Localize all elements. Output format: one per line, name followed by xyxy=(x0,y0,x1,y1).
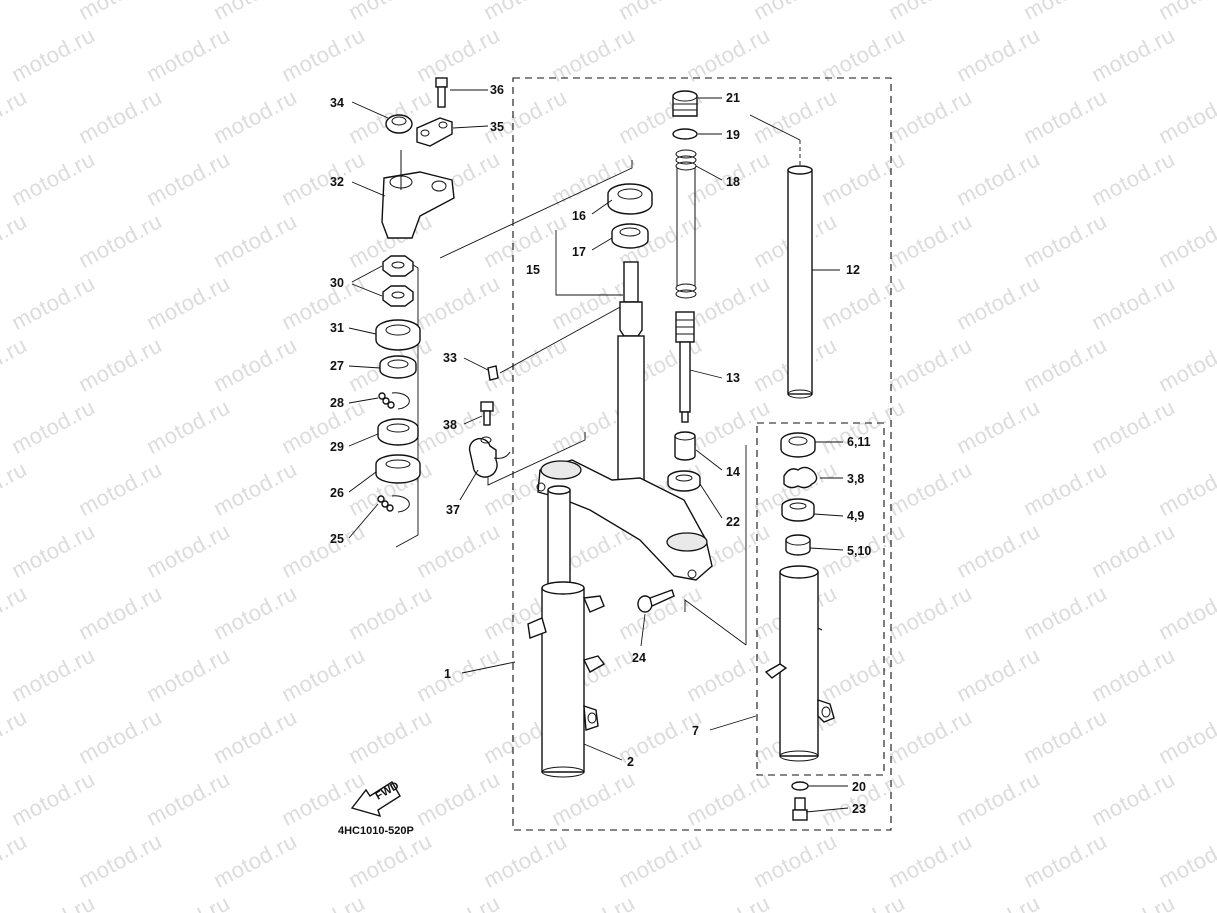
callout-21: 21 xyxy=(726,91,740,105)
callout-37: 37 xyxy=(446,503,460,517)
part-31-washer xyxy=(375,319,421,351)
part-28-balls xyxy=(378,392,410,410)
callout-24: 24 xyxy=(632,651,646,665)
part-3-8-clip xyxy=(783,466,818,489)
part-19-o-ring xyxy=(672,128,698,140)
part-14-rebound-spring xyxy=(674,431,696,461)
callout-18: 18 xyxy=(726,175,740,189)
callout-22: 22 xyxy=(726,515,740,529)
callout-19: 19 xyxy=(726,128,740,142)
part-35-holder xyxy=(416,117,453,147)
callout-38: 38 xyxy=(443,418,457,432)
diagram-code: 4HC1010-520P xyxy=(338,825,414,837)
callout-27: 27 xyxy=(330,359,344,373)
bracket-top-line xyxy=(439,160,633,259)
part-27-race xyxy=(379,355,417,379)
part-1-left-fork-assembly xyxy=(527,485,606,778)
callout-36: 36 xyxy=(490,83,504,97)
part-13-damper-rod xyxy=(675,311,695,423)
part-36-bolt xyxy=(435,77,448,108)
part-29-race xyxy=(377,418,419,446)
callout-26: 26 xyxy=(330,486,344,500)
bracket-15 xyxy=(555,230,623,296)
part-7-outer-tube-right xyxy=(764,565,835,762)
bracket-37 xyxy=(487,432,586,486)
bracket-lower xyxy=(684,599,747,646)
callout-29: 29 xyxy=(330,440,344,454)
fwd-arrow-icon: FWD xyxy=(350,780,401,818)
callout-6-11: 6,11 xyxy=(847,435,871,449)
callout-14: 14 xyxy=(726,465,740,479)
bearing-set-bracket xyxy=(395,262,419,548)
part-30-ring-nuts xyxy=(382,255,414,307)
outer-tube-kit-dashed-box xyxy=(756,422,885,776)
part-38-bolt xyxy=(480,401,494,426)
callout-2: 2 xyxy=(627,755,634,769)
part-15-steering-stem xyxy=(536,261,713,581)
part-4-9-oil-seal xyxy=(781,498,815,522)
callout-15: 15 xyxy=(526,263,540,277)
part-21-cap-bolt xyxy=(672,90,698,117)
callout-13: 13 xyxy=(726,371,740,385)
main-assembly-dashed-box xyxy=(512,77,892,831)
part-34-cap xyxy=(385,114,413,134)
part-26-race xyxy=(375,454,421,484)
part-33-key xyxy=(487,305,623,381)
callout-7: 7 xyxy=(692,724,699,738)
part-5-10-bushing xyxy=(785,534,811,556)
leader-lines xyxy=(348,89,849,813)
part-20-washer xyxy=(791,781,809,791)
callout-23: 23 xyxy=(852,802,866,816)
callout-25: 25 xyxy=(330,532,344,546)
part-25-balls xyxy=(377,495,410,513)
part-16-seal xyxy=(607,183,653,215)
part-12-inner-tube xyxy=(787,140,813,399)
callout-20: 20 xyxy=(852,780,866,794)
callout-31: 31 xyxy=(330,321,344,335)
callout-32: 32 xyxy=(330,175,344,189)
callout-1: 1 xyxy=(444,667,451,681)
part-6-11-dust-seal xyxy=(780,432,816,458)
part-18-fork-spring xyxy=(675,149,697,299)
part-23-bolt xyxy=(792,797,808,821)
part-37-clamp xyxy=(468,436,511,478)
callout-16: 16 xyxy=(572,209,586,223)
part-22-washer xyxy=(667,470,701,492)
callout-5-10: 5,10 xyxy=(847,544,871,558)
part-32-handle-holder xyxy=(381,150,455,239)
callout-28: 28 xyxy=(330,396,344,410)
callout-33: 33 xyxy=(443,351,457,365)
callout-4-9: 4,9 xyxy=(847,509,864,523)
part-24-bolt xyxy=(637,589,675,613)
callout-35: 35 xyxy=(490,120,504,134)
callout-3-8: 3,8 xyxy=(847,472,864,486)
callout-17: 17 xyxy=(572,245,586,259)
bracket-to-12 xyxy=(749,114,801,141)
callout-30: 30 xyxy=(330,276,344,290)
callout-34: 34 xyxy=(330,96,344,110)
part-17-seal xyxy=(611,223,649,249)
callout-12: 12 xyxy=(846,263,860,277)
